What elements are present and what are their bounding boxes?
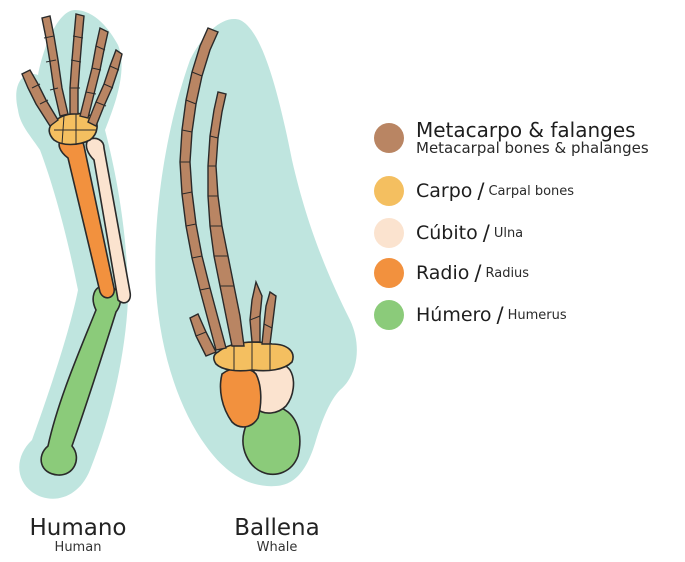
legend-sublabel: Humerus — [508, 308, 567, 323]
legend-swatch-humerus — [374, 300, 404, 330]
human-sublabel: Human — [14, 541, 142, 554]
legend-item-metacarpals: Metacarpo & falanges Metacarpal bones & … — [374, 120, 649, 157]
whale-sublabel: Whale — [218, 541, 336, 554]
human-arm — [16, 10, 130, 499]
legend-item-humerus: Húmero / Humerus — [374, 300, 567, 330]
whale-flipper — [155, 19, 357, 486]
legend-swatch-carpals — [374, 176, 404, 206]
whale-caption: Ballena Whale — [218, 517, 336, 554]
legend-sublabel: Radius — [485, 266, 529, 281]
legend-sublabel: Carpal bones — [488, 184, 574, 199]
legend-label: Carpo — [416, 180, 472, 202]
whale-label: Ballena — [218, 517, 336, 540]
legend-sublabel: Ulna — [494, 226, 523, 241]
legend-label: Metacarpo & falanges — [416, 120, 649, 141]
legend-swatch-ulna — [374, 218, 404, 248]
human-caption: Humano Human — [14, 517, 142, 554]
legend-item-ulna: Cúbito / Ulna — [374, 218, 523, 248]
legend-sublabel: Metacarpal bones & phalanges — [416, 141, 649, 157]
legend-item-carpals: Carpo / Carpal bones — [374, 176, 574, 206]
legend-swatch-metacarpals — [374, 123, 404, 153]
legend-swatch-radius — [374, 258, 404, 288]
legend-label: Húmero — [416, 304, 492, 326]
legend-label: Cúbito — [416, 222, 478, 244]
human-label: Humano — [14, 517, 142, 540]
legend-label: Radio — [416, 262, 469, 284]
legend-item-radius: Radio / Radius — [374, 258, 529, 288]
